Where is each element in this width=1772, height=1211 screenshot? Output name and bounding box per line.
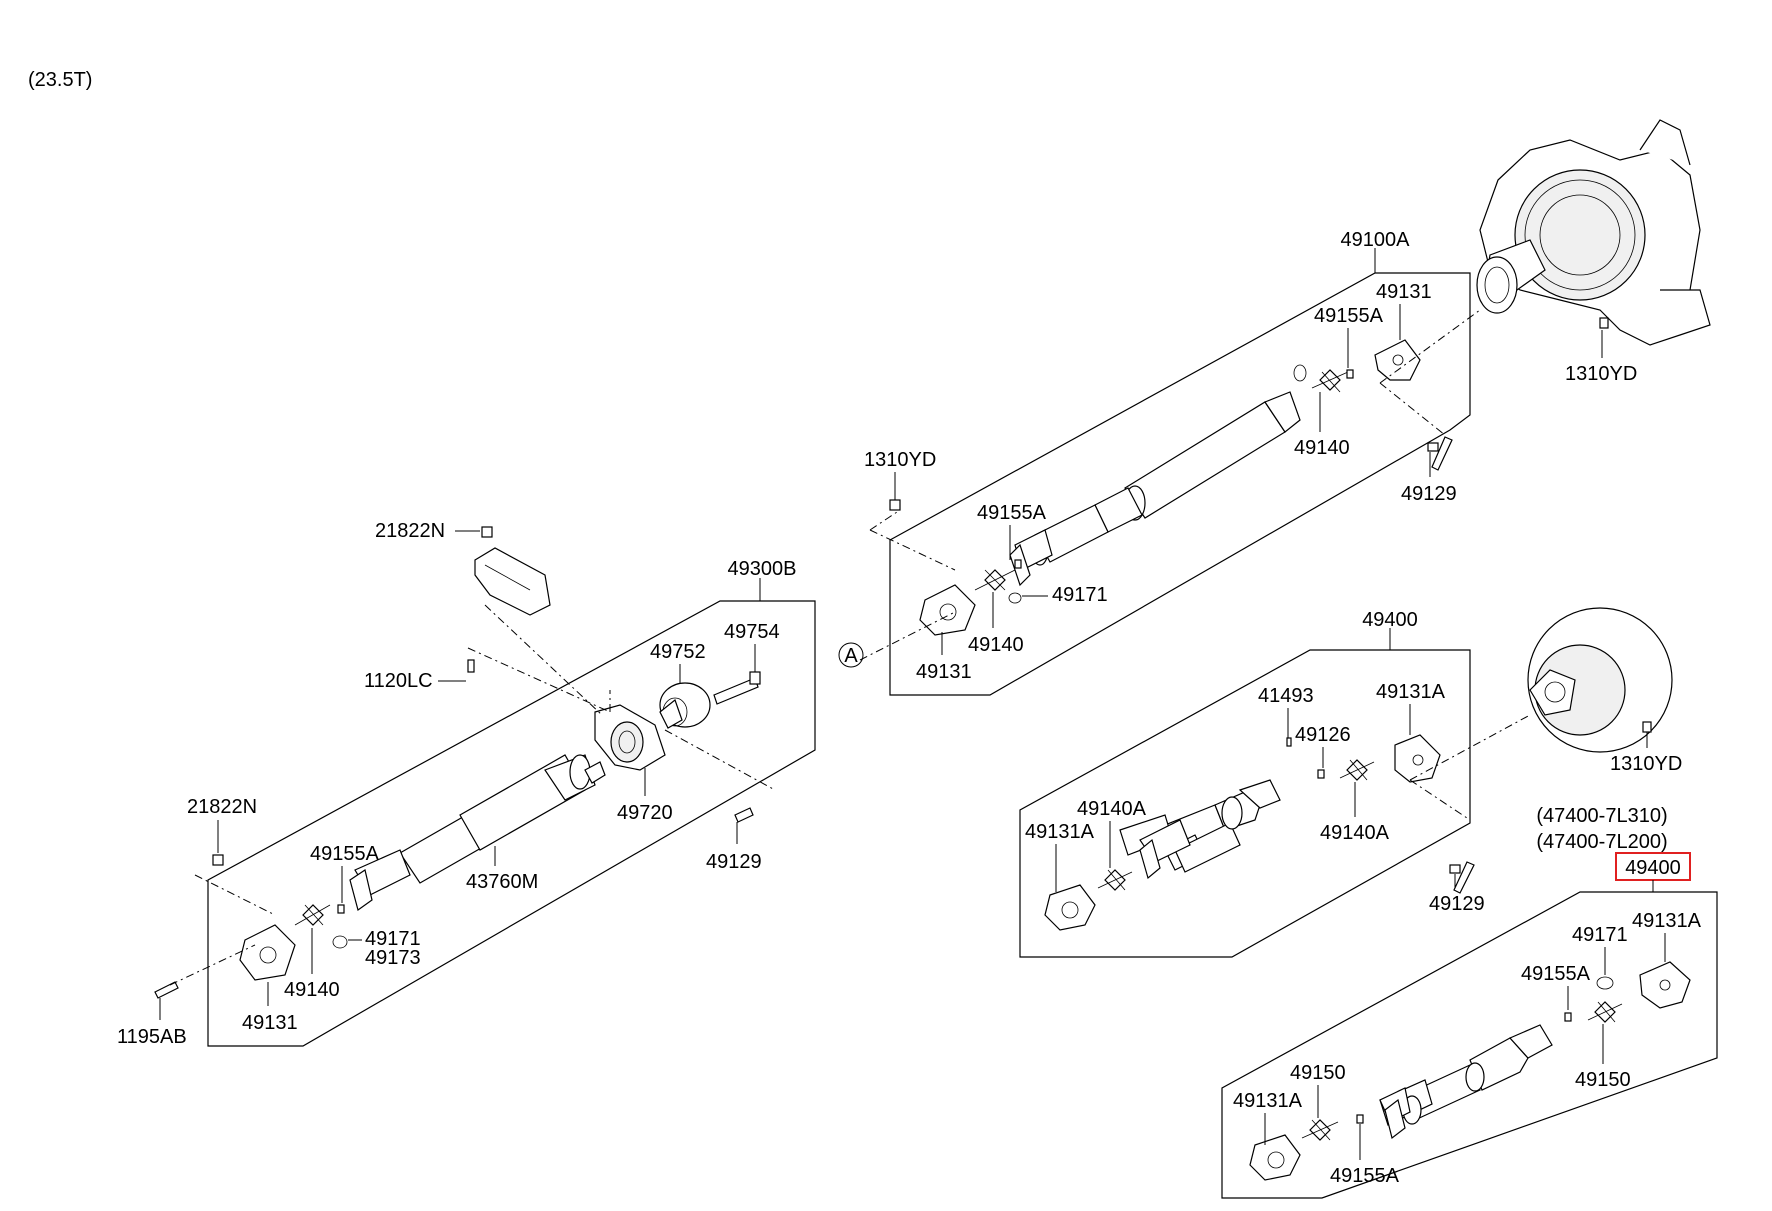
alt-code-2: (47400-7L200) [1536,831,1667,853]
assembly-49300b-label: 49300B [728,558,797,580]
label-49171: 49171 [365,928,421,950]
assembly-49100a: 49100A [838,229,1637,696]
label-21822n-top: 21822N [375,520,445,542]
label-49720: 49720 [617,802,673,824]
label-49140: 49140 [284,979,340,1001]
model-label: (23.5T) [28,69,92,91]
label-49126: 49126 [1295,724,1351,746]
label-49131a-right: 49131A [1376,681,1446,703]
label-49131-top: 49131 [1376,281,1432,303]
nut-1310yd-top-right [1599,317,1609,329]
assembly-49400-label: 49400 [1362,609,1418,631]
label-49150-left-d: 49150 [1290,1062,1346,1084]
callout-circle [838,642,864,668]
label-49155a-low-d: 49155A [1330,1165,1400,1187]
label-1120lc: 1120LC [364,670,433,692]
label-49129-c: 49129 [1429,893,1485,915]
label-1195ab: 1195AB [117,1026,187,1048]
label-49131: 49131 [242,1012,298,1034]
label-49131a-left: 49131A [1025,821,1095,843]
label-49131a-left-d: 49131A [1233,1090,1303,1112]
label-49129: 49129 [706,851,762,873]
label-1310yd-left: 1310YD [864,449,936,471]
label-49131a-right-d: 49131A [1632,910,1702,932]
label-49140a-left: 49140A [1077,798,1147,820]
label-49754: 49754 [724,621,780,643]
callout-letter: A [844,645,858,667]
label-49140a-right: 49140A [1320,822,1390,844]
label-49155a: 49155A [310,843,380,865]
label-49171: 49171 [1052,584,1108,606]
assembly-49400-main: 49400 [1019,607,1682,958]
assembly-49400-alt-label[interactable]: 49400 [1625,857,1681,879]
label-49752: 49752 [650,641,706,663]
nut-1310yd-left [889,499,901,511]
label-1310yd-right: 1310YD [1565,363,1637,385]
label-49150-right-d: 49150 [1575,1069,1631,1091]
label-49140-top: 49140 [1294,437,1350,459]
label-49131-mid: 49131 [916,661,972,683]
label-21822n-low: 21822N [187,796,257,818]
label-49155a-mid: 49155A [977,502,1047,524]
alt-code-1: (47400-7L310) [1536,805,1667,827]
assembly-49300b: 49300B [117,520,816,1048]
label-49171-d: 49171 [1572,924,1628,946]
label-1310yd-c: 1310YD [1610,753,1682,775]
label-49140-mid: 49140 [968,634,1024,656]
assembly-49100a-label: 49100A [1341,229,1411,251]
label-49155a-top-d: 49155A [1521,963,1591,985]
label-43760m: 43760M [466,871,538,893]
label-49155a-top: 49155A [1314,305,1384,327]
assembly-49400-alt: 49171 49131A 49155A 49150 49150 49131A 4… [1221,891,1718,1199]
label-49129-top: 49129 [1401,483,1457,505]
label-49173: 49173 [365,947,421,969]
label-41493: 41493 [1258,685,1314,707]
rear-axle-housing [1476,119,1711,346]
